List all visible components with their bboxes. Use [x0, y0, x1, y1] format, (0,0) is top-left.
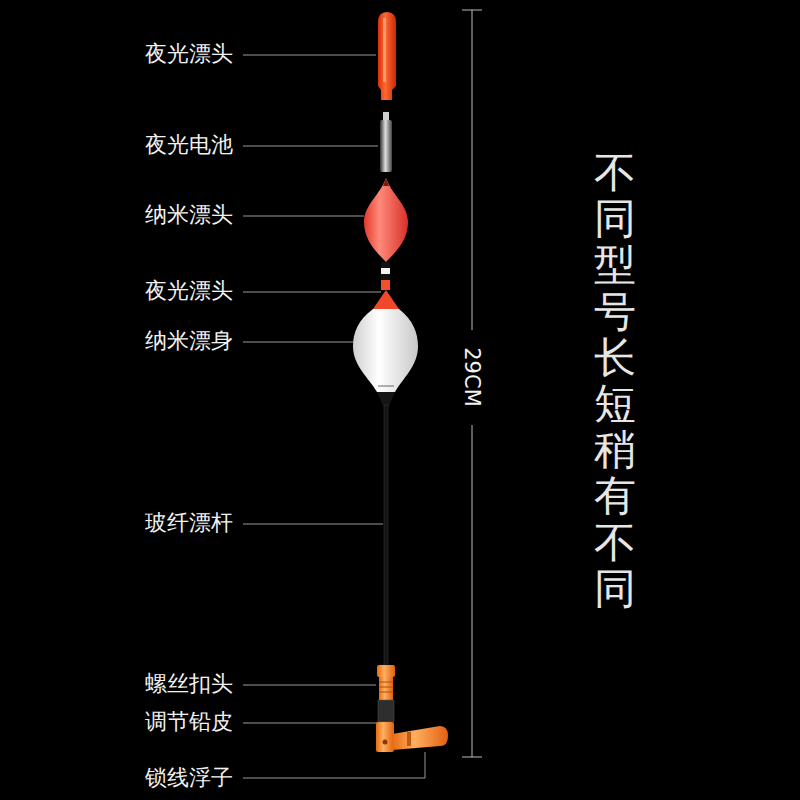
fiberglass-stem [384, 405, 388, 667]
screw-connector [377, 665, 395, 677]
screw-threads [379, 682, 393, 692]
stem-segment [381, 280, 390, 290]
stem-segment [381, 268, 390, 274]
battery [380, 120, 392, 172]
stem-segment [381, 262, 390, 268]
part-name: 夜光漂头 [145, 278, 233, 304]
luminous-tip [378, 12, 396, 100]
line-lock-ring [407, 732, 411, 746]
line-lock-hole [383, 740, 388, 745]
part-name: 夜光漂头 [145, 41, 233, 67]
nano-body [353, 309, 418, 392]
leader-line [243, 146, 378, 147]
dimension-line [472, 10, 473, 330]
part-name: 夜光电池 [145, 132, 233, 158]
part-name: 玻纤漂杆 [145, 510, 233, 536]
battery-cap [383, 112, 389, 121]
leader-line [243, 342, 353, 343]
part-name: 纳米漂身 [145, 328, 233, 354]
stem-segment [381, 274, 390, 280]
part-name: 调节铅皮 [145, 709, 233, 735]
dimension-tick [462, 757, 482, 758]
leader-line [243, 524, 383, 525]
leader-line [243, 723, 377, 724]
nano-head-tip [383, 178, 389, 186]
body-cap [373, 290, 399, 309]
nano-head [364, 178, 408, 262]
highlight [383, 18, 386, 82]
leader-lines [243, 55, 425, 778]
leader-line [243, 685, 376, 686]
part-name: 纳米漂头 [145, 202, 233, 228]
leader-line [243, 55, 376, 56]
body-line [378, 386, 394, 387]
line-lock [376, 722, 394, 752]
lead-wrap [378, 700, 394, 722]
dimension-line [472, 425, 473, 757]
screw-connector [379, 677, 393, 700]
dimension: 29CM [460, 343, 484, 411]
leader-line [243, 752, 425, 778]
part-name: 锁线浮子 [145, 765, 233, 791]
line-lock-arm [392, 726, 448, 750]
leader-line [243, 292, 381, 293]
note: 不同型号长短稍有不同 [594, 150, 636, 612]
leader-line [243, 216, 364, 217]
part-name: 螺丝扣头 [145, 671, 233, 697]
body-cone [377, 392, 395, 406]
